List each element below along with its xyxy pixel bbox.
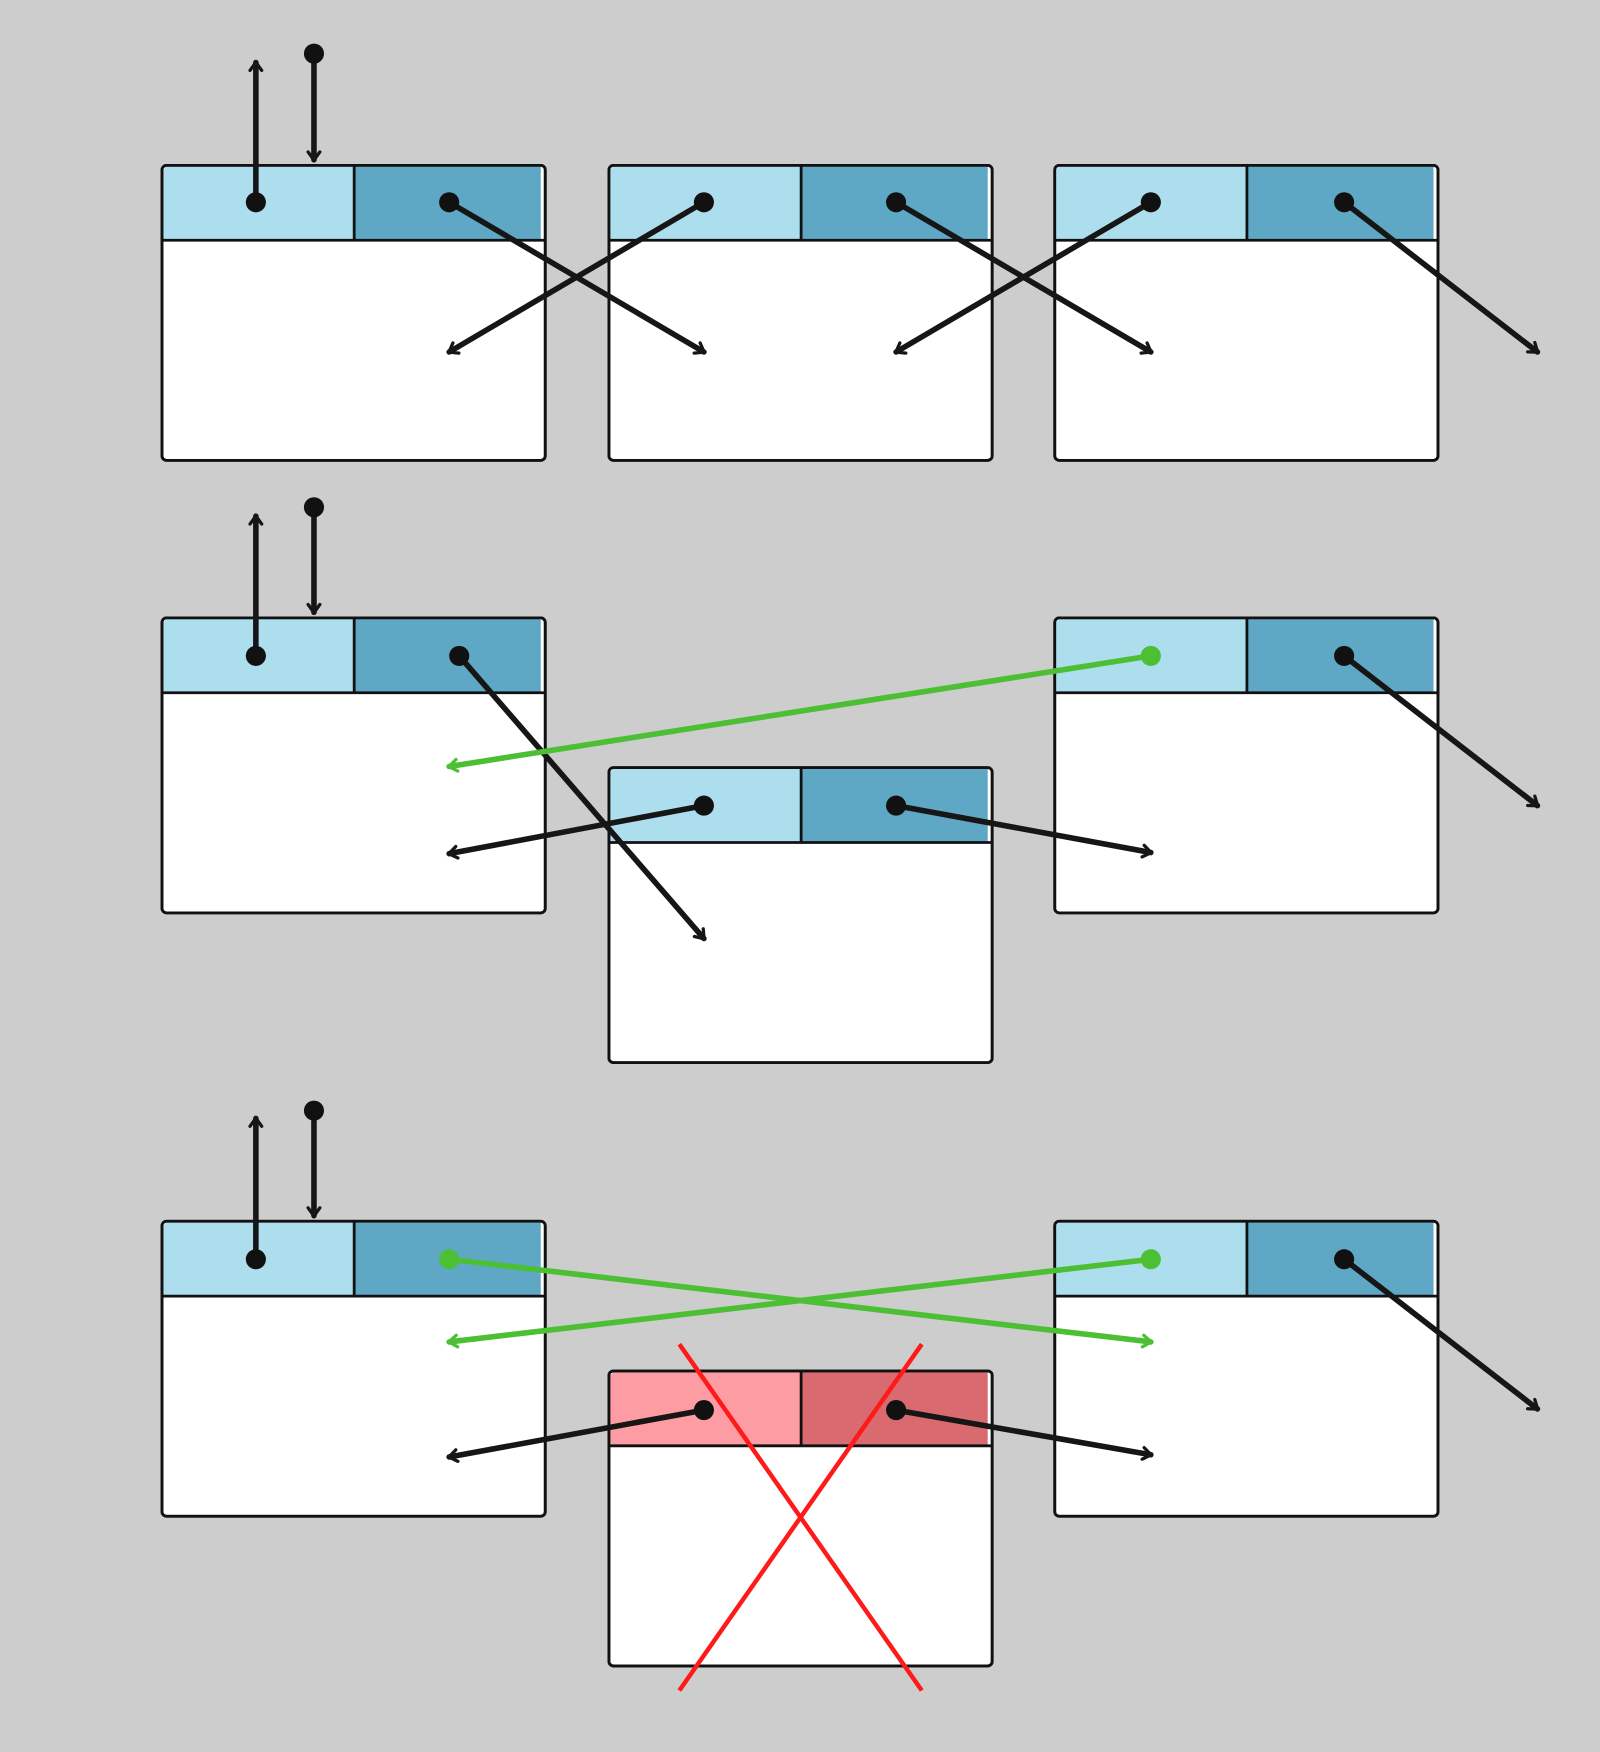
- pointer-origin-dot: [1140, 1249, 1161, 1270]
- pointer-arrow: [893, 199, 1154, 355]
- pointer-origin-dot: [449, 645, 470, 666]
- delete-cross: [677, 1342, 924, 1692]
- pointer-arrow: [446, 1407, 707, 1463]
- changed-prev-arrow: [446, 645, 1161, 773]
- head-in-arrow: [303, 43, 325, 163]
- list-node: [160, 163, 547, 462]
- pointer-origin-dot: [1334, 192, 1355, 213]
- list-node: [1053, 616, 1440, 915]
- pointer-origin-dot: [303, 1100, 325, 1121]
- head-prev-arrow: [245, 513, 266, 666]
- prev-arrow: [446, 192, 714, 355]
- pointer-origin-dot: [245, 645, 266, 666]
- pointer-origin-dot: [1140, 645, 1161, 666]
- pointer-origin-dot: [439, 192, 460, 213]
- next-arrow: [1334, 192, 1541, 355]
- pointer-arrow: [446, 802, 707, 860]
- pointer-origin-dot: [693, 1400, 714, 1421]
- pointer-origin-dot: [886, 795, 907, 816]
- list-node: [1053, 1219, 1440, 1518]
- head-in-arrow: [303, 497, 325, 616]
- pointer-origin-dot: [886, 1400, 907, 1421]
- next-arrow: [1334, 645, 1541, 809]
- pointer-origin-dot: [245, 192, 266, 213]
- next-arrow: [886, 1400, 1154, 1461]
- pointer-origin-dot: [245, 1249, 266, 1270]
- list-node: [607, 766, 994, 1064]
- list-node: [607, 163, 994, 462]
- cross-line: [677, 1342, 924, 1692]
- pointer-origin-dot: [1334, 1249, 1355, 1270]
- prev-arrow: [893, 192, 1161, 355]
- pointer-origin-dot: [439, 1249, 460, 1270]
- head-prev-arrow: [245, 59, 266, 213]
- next-arrow: [1334, 1249, 1541, 1412]
- head-in-arrow: [303, 1100, 325, 1219]
- pointer-origin-dot: [693, 795, 714, 816]
- pointer-arrow: [1341, 199, 1541, 355]
- next-field: [354, 619, 541, 693]
- pointer-origin-dot: [693, 192, 714, 213]
- next-arrow: [449, 645, 707, 942]
- pointer-arrow: [1341, 1256, 1541, 1412]
- pointer-arrow: [893, 802, 1154, 859]
- pointer-origin-dot: [886, 192, 907, 213]
- changed-prev-arrow: [446, 1249, 1161, 1349]
- pointer-arrow: [446, 653, 1154, 773]
- pointer-arrow: [446, 199, 707, 355]
- pointer-arrow: [446, 1256, 1154, 1349]
- next-arrow: [886, 795, 1154, 859]
- prev-arrow: [446, 1400, 714, 1463]
- pointer-origin-dot: [1140, 192, 1161, 213]
- pointer-arrow: [1341, 653, 1541, 809]
- pointer-arrow: [893, 1407, 1154, 1461]
- prev-arrow: [446, 795, 714, 860]
- head-prev-arrow: [245, 1115, 266, 1270]
- pointer-origin-dot: [303, 43, 325, 64]
- pointer-arrow: [456, 653, 707, 942]
- list-node: [160, 616, 547, 915]
- list-node: [1053, 163, 1440, 462]
- pointer-origin-dot: [1334, 645, 1355, 666]
- pointer-origin-dot: [303, 497, 325, 518]
